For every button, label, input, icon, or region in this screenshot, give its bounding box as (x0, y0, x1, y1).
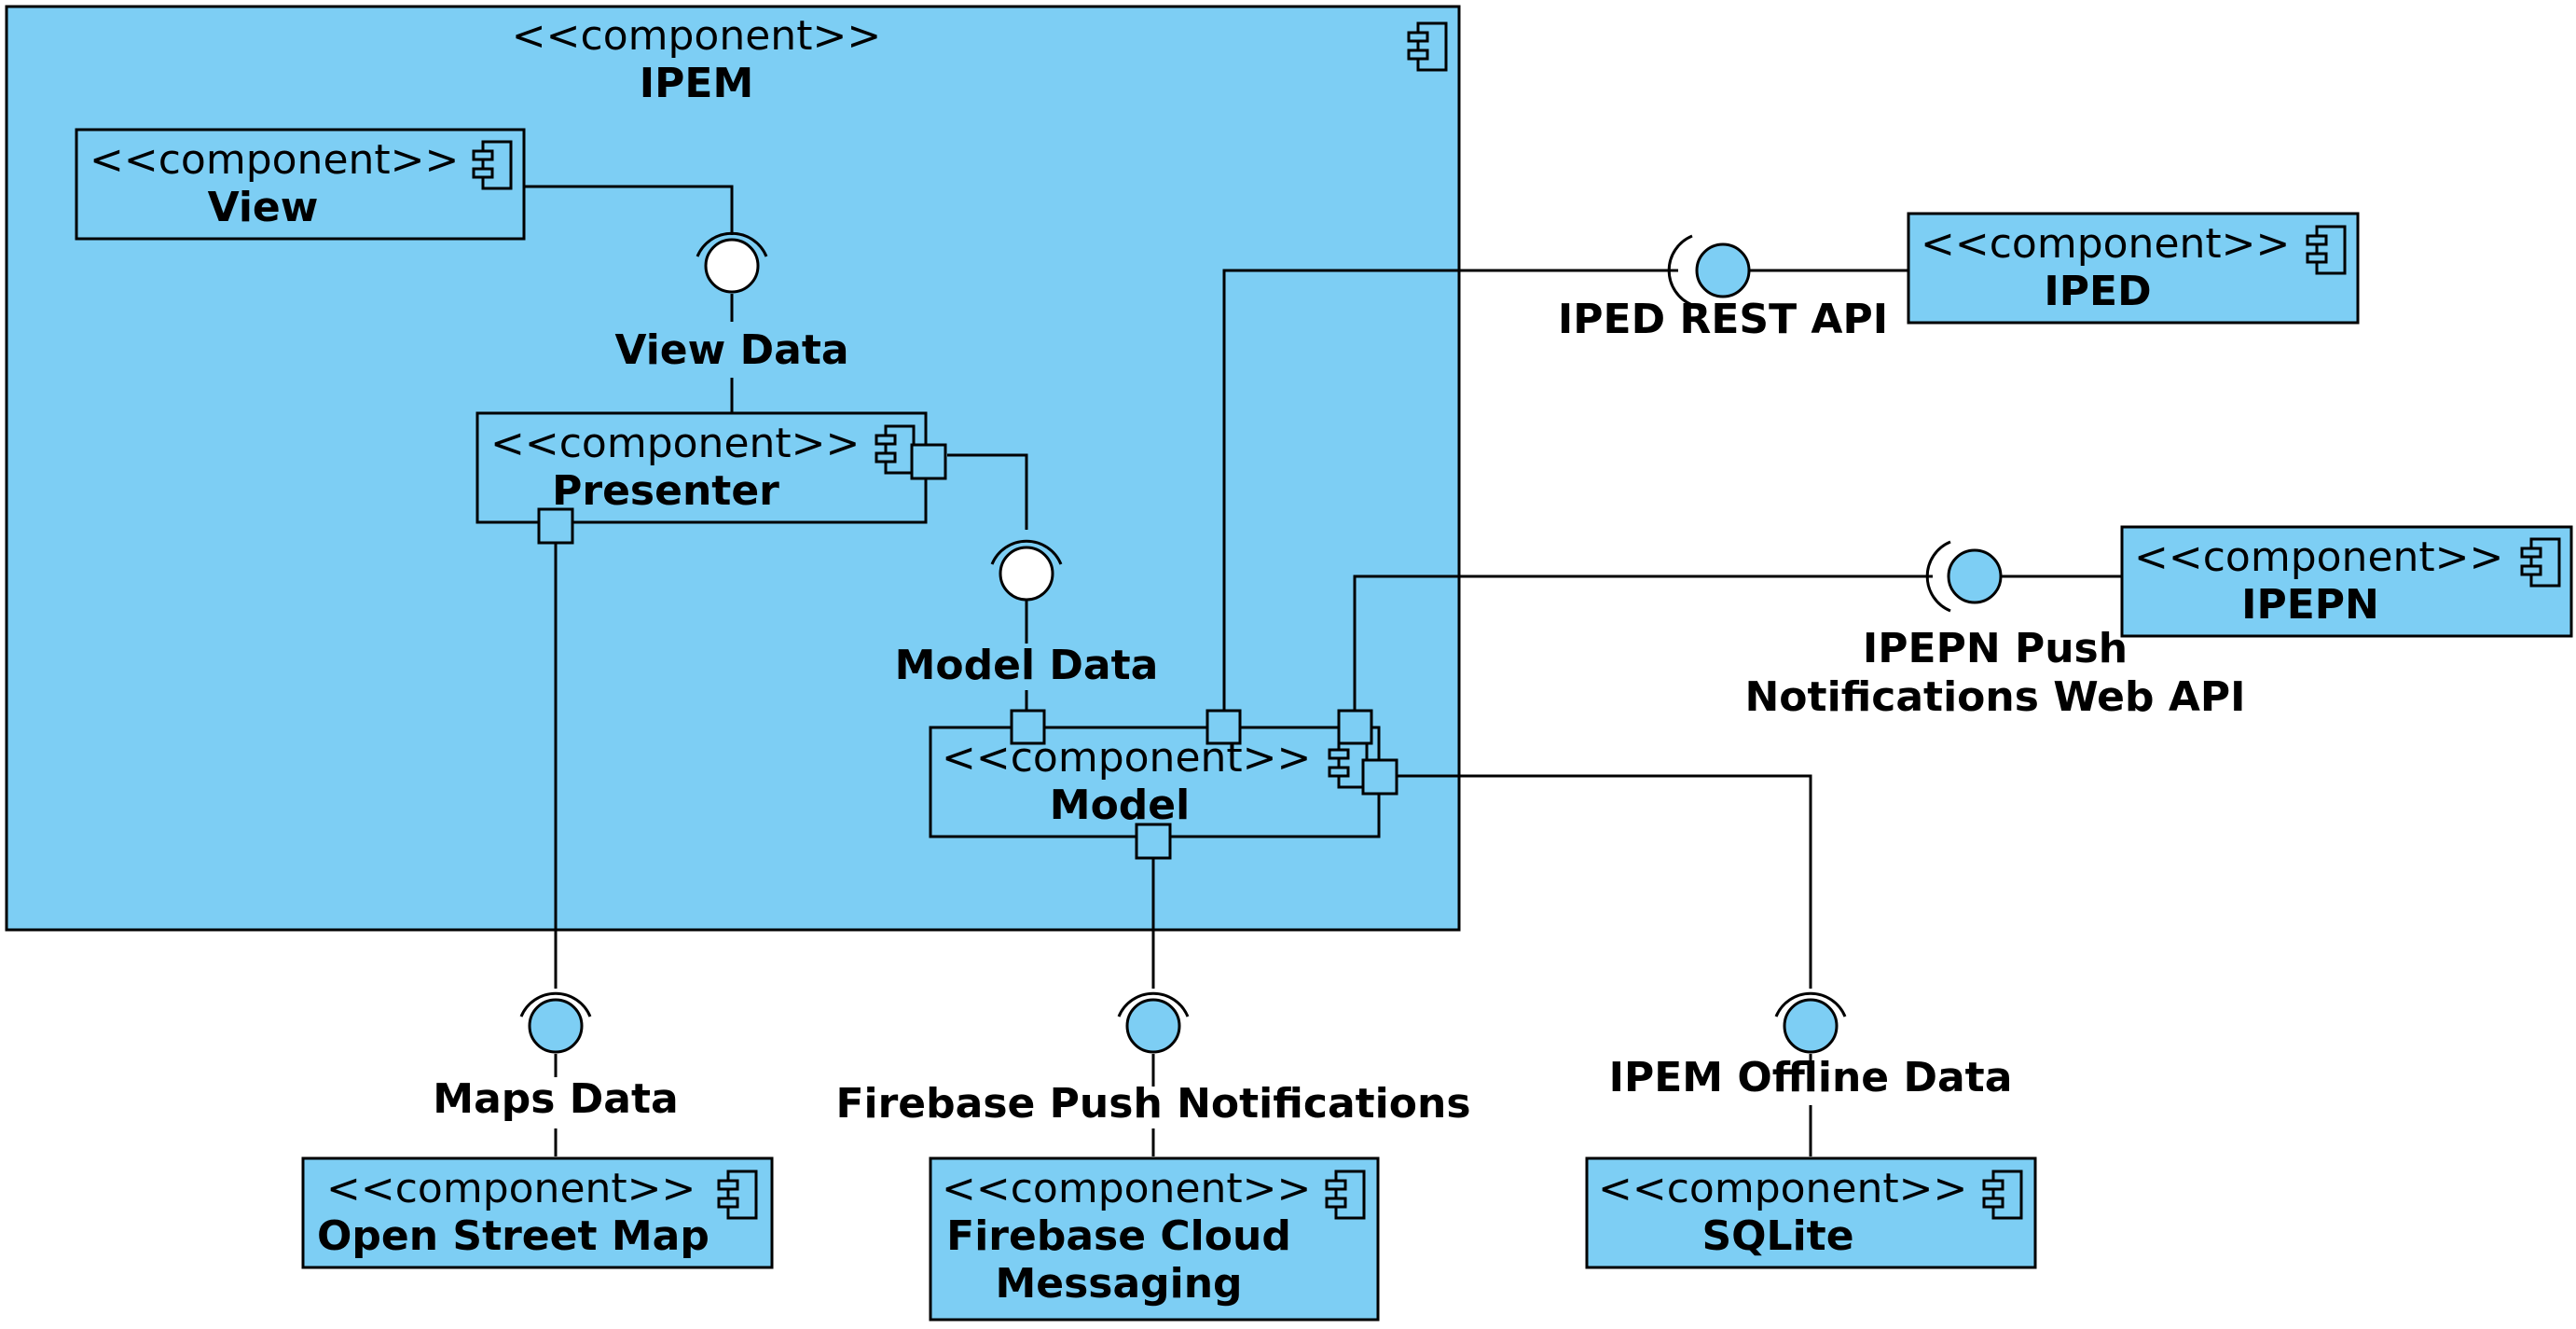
ipepn-stereotype: <<component>> (2134, 533, 2503, 581)
required-interface-icon (1667, 234, 1693, 307)
interface-ipem-offline[interactable]: IPEM Offline Data (1609, 991, 2013, 1101)
ipem-offline-label: IPEM Offline Data (1609, 1054, 2013, 1101)
provided-interface-icon (1695, 242, 1751, 298)
port-icon (1337, 709, 1373, 745)
component-open-street-map[interactable]: <<component>> Open Street Map (301, 1156, 774, 1269)
interface-view-data[interactable]: View Data (614, 231, 849, 374)
connector-model-ipepn (1353, 575, 1933, 711)
provided-interface-icon (1125, 998, 1181, 1054)
firebase-push-label: Firebase Push Notifications (835, 1080, 1470, 1128)
required-interface-icon (1117, 991, 1190, 1018)
port-icon (1205, 709, 1242, 745)
provided-interface-icon (704, 238, 760, 294)
ipepn-push-label-line1: IPEPN Push (1863, 625, 2128, 672)
firebase-stereotype: <<component>> (942, 1165, 1311, 1212)
connector-model-sqlite (1398, 774, 1812, 989)
provided-interface-icon (1783, 998, 1839, 1054)
port-icon (1361, 758, 1398, 796)
interface-ipepn-push[interactable]: IPEPN Push Notifications Web API (1744, 540, 2246, 721)
osm-stereotype: <<component>> (326, 1165, 696, 1212)
component-iped[interactable]: <<component>> IPED (1907, 212, 2360, 325)
iped-stereotype: <<component>> (1921, 220, 2290, 268)
provided-interface-icon (1947, 548, 2003, 604)
interface-maps-data[interactable]: Maps Data (433, 991, 679, 1123)
component-model[interactable]: <<component>> Model (929, 709, 1398, 860)
osm-name: Open Street Map (317, 1212, 709, 1260)
connector-presenter (947, 453, 1028, 530)
iped-name: IPED (2044, 268, 2151, 315)
connector-model-iped (1222, 269, 1678, 711)
component-sqlite[interactable]: <<component>> SQLite (1585, 1156, 2037, 1269)
port-icon (910, 443, 947, 480)
provided-interface-icon (528, 998, 584, 1054)
port-icon (537, 507, 574, 545)
ipem-stereotype: <<component>> (512, 12, 881, 60)
component-firebase-cloud-messaging[interactable]: <<component>> Firebase Cloud Messaging (929, 1156, 1380, 1322)
sqlite-stereotype: <<component>> (1598, 1165, 1967, 1212)
component-ipepn[interactable]: <<component>> IPEPN (2120, 525, 2573, 638)
model-stereotype: <<component>> (942, 734, 1311, 782)
connectors (525, 185, 2121, 1156)
presenter-stereotype: <<component>> (490, 420, 860, 467)
provided-interface-icon (999, 546, 1054, 602)
view-name: View (208, 184, 319, 231)
sqlite-name: SQLite (1701, 1212, 1853, 1260)
firebase-name-line2: Messaging (995, 1260, 1242, 1308)
required-interface-icon (696, 231, 768, 257)
interface-model-data[interactable]: Model Data (895, 539, 1159, 689)
view-stereotype: <<component>> (90, 136, 459, 184)
ipem-name: IPEM (640, 60, 753, 107)
iped-rest-api-label: IPED REST API (1558, 296, 1888, 343)
view-data-label: View Data (614, 326, 848, 374)
component-view[interactable]: <<component>> View (75, 128, 526, 241)
required-interface-icon (1774, 991, 1847, 1018)
interface-firebase-push[interactable]: Firebase Push Notifications (835, 991, 1471, 1128)
presenter-name: Presenter (552, 467, 779, 515)
maps-data-label: Maps Data (433, 1075, 678, 1123)
required-interface-icon (1925, 540, 1951, 613)
model-name: Model (1050, 782, 1190, 829)
ipepn-push-label-line2: Notifications Web API (1744, 673, 2245, 721)
required-interface-icon (519, 991, 592, 1018)
port-icon (1135, 823, 1172, 860)
component-presenter[interactable]: <<component>> Presenter (475, 411, 947, 545)
model-data-label: Model Data (895, 642, 1159, 689)
required-interface-icon (990, 539, 1063, 565)
firebase-name-line1: Firebase Cloud (946, 1212, 1291, 1260)
interface-iped-rest-api[interactable]: IPED REST API (1558, 234, 1888, 343)
ipepn-name: IPEPN (2241, 581, 2379, 629)
port-icon (1010, 709, 1046, 745)
connector-view (525, 185, 734, 235)
